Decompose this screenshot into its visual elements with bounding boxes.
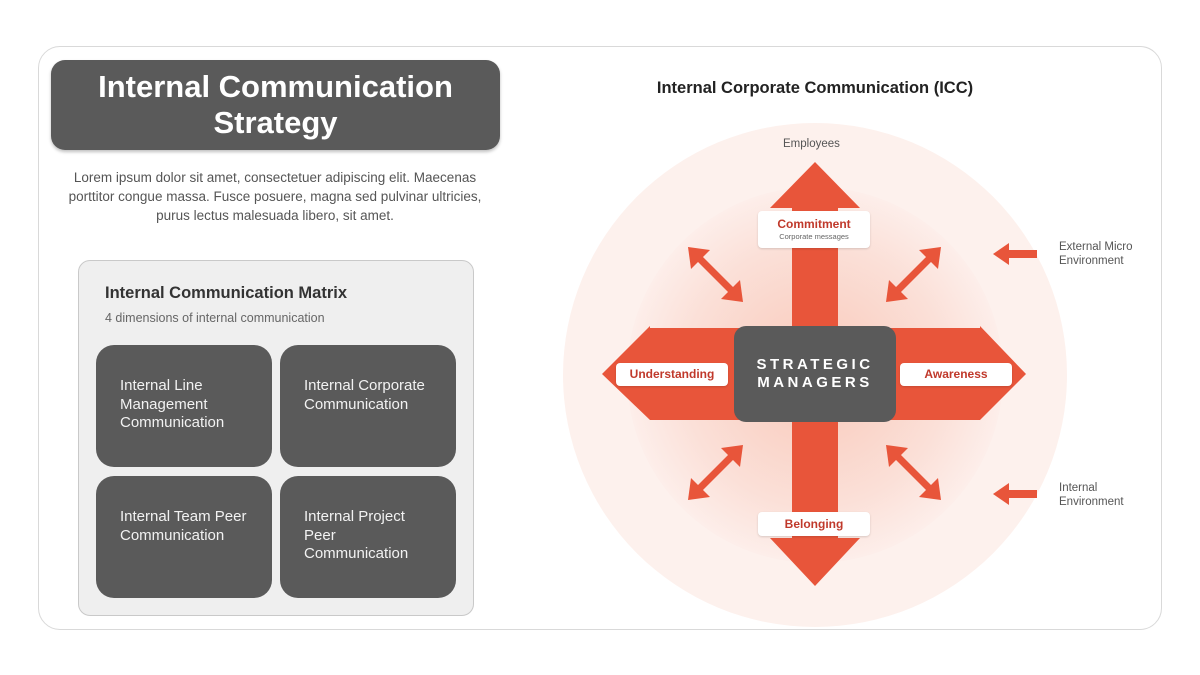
communication-matrix: Internal Communication Matrix 4 dimensio… [78, 260, 474, 616]
awareness-text: Awareness [924, 367, 988, 381]
belonging-label: Belonging [758, 512, 870, 536]
icc-title: Internal Corporate Communication (ICC) [656, 79, 974, 97]
employees-label: Employees [783, 138, 840, 150]
strategic-managers-box: STRATEGIC MANAGERS [734, 326, 896, 422]
matrix-cell-project-peer: Internal Project Peer Communication [280, 476, 456, 598]
external-micro-environment-label: External Micro Environment [1059, 241, 1133, 267]
intro-paragraph: Lorem ipsum dolor sit amet, consectetuer… [68, 170, 482, 223]
internal-environment-label: Internal Environment [1059, 482, 1124, 508]
commitment-label: Commitment Corporate messages [758, 211, 870, 248]
commitment-subtext: Corporate messages [779, 232, 849, 241]
external-arrow-top [993, 243, 1037, 265]
strategic-managers-text: STRATEGIC MANAGERS [756, 356, 874, 391]
diagonal-arrow-bottom-left [688, 445, 743, 500]
matrix-cell-corporate: Internal Corporate Communication [280, 345, 456, 467]
external-arrow-bottom [993, 483, 1037, 505]
strategy-title-box: Internal Communication Strategy [51, 60, 500, 150]
diagonal-arrow-top-right [886, 247, 941, 302]
matrix-title: Internal Communication Matrix [105, 284, 348, 302]
awareness-label: Awareness [900, 363, 1012, 386]
diagonal-arrow-bottom-right [886, 445, 941, 500]
matrix-subtitle: 4 dimensions of internal communication [105, 311, 325, 325]
commitment-text: Commitment [777, 217, 851, 231]
matrix-cell-label: Internal Corporate Communication [304, 377, 425, 413]
diagonal-arrow-top-left [688, 247, 743, 302]
understanding-label: Understanding [616, 363, 728, 386]
matrix-cell-line-management: Internal Line Management Communication [96, 345, 272, 467]
matrix-cell-label: Internal Line Management Communication [120, 377, 225, 431]
matrix-cell-label: Internal Team Peer Communication [120, 508, 247, 544]
belonging-text: Belonging [784, 517, 844, 531]
understanding-text: Understanding [629, 367, 715, 381]
matrix-cell-team-peer: Internal Team Peer Communication [96, 476, 272, 598]
matrix-cell-label: Internal Project Peer Communication [304, 508, 409, 562]
strategy-title: Internal Communication Strategy [98, 69, 453, 140]
